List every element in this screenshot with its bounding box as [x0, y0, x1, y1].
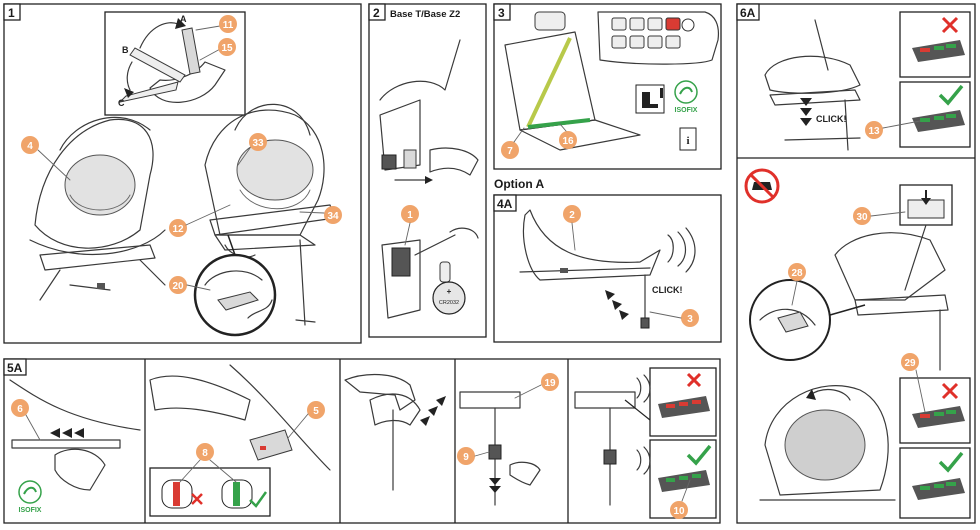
manual-glyph: i — [686, 135, 689, 147]
callout-28: 28 — [791, 268, 803, 279]
ear-icon — [636, 449, 642, 471]
panel-5a-label: 5A — [7, 361, 23, 375]
callout-13: 13 — [868, 126, 880, 137]
seatbelt-diagonal — [526, 37, 572, 128]
handle-position-a — [181, 27, 201, 75]
seatbelt-lap — [527, 118, 591, 129]
check-icon — [686, 444, 712, 466]
handle-position-b — [129, 47, 186, 83]
callout-7: 7 — [507, 146, 513, 157]
cross-icon — [941, 382, 959, 400]
letter-b: B — [122, 45, 129, 55]
letter-a: A — [180, 14, 187, 24]
car-top-view — [597, 11, 720, 65]
panel-1-label: 1 — [8, 6, 15, 20]
check-icon — [249, 491, 268, 508]
option-a-heading: Option A — [494, 177, 545, 191]
carrier-on-base-illustration — [204, 103, 336, 326]
carrier-rotation-illustration — [764, 385, 889, 496]
isofix-logo-icon — [674, 80, 698, 104]
isofix-word-5a: ISOFIX — [19, 507, 42, 514]
callout-4: 4 — [27, 141, 33, 152]
ear-icon — [636, 377, 642, 399]
panel-4a: 4A CLICK! 2 3 — [493, 194, 722, 343]
callout-8: 8 — [202, 448, 208, 459]
callout-3: 3 — [687, 314, 693, 325]
cross-icon — [191, 493, 203, 505]
panel-4a-label: 4A — [497, 197, 513, 211]
panel-6a-label: 6A — [740, 6, 756, 20]
callout-34: 34 — [327, 211, 339, 222]
panel-2: 2 Base T/Base Z2 + CR2032 1 — [368, 3, 487, 338]
isofix-base — [522, 209, 661, 281]
panel-2-label: 2 — [373, 6, 380, 20]
manual-icon — [679, 127, 697, 151]
callout-19: 19 — [544, 378, 556, 389]
panel-6a: 6A CLICK! 13 — [736, 3, 976, 524]
check-icon — [938, 84, 964, 106]
callout-2: 2 — [569, 210, 575, 221]
callout-1: 1 — [407, 210, 413, 221]
letter-c: C — [118, 98, 125, 108]
callout-11: 11 — [223, 20, 234, 31]
callout-10: 10 — [673, 506, 685, 517]
panel-3: 3 ISOFIX i 7 16 — [493, 3, 722, 170]
cross-icon — [941, 16, 959, 34]
detail-magnifier — [193, 253, 277, 337]
callout-5: 5 — [313, 406, 319, 417]
callout-9: 9 — [463, 452, 469, 463]
check-icon — [938, 451, 964, 473]
isofix-logo-icon — [18, 480, 42, 504]
callout-20: 20 — [172, 281, 184, 292]
click-label-4a: CLICK! — [652, 285, 683, 295]
isofix-word: ISOFIX — [675, 107, 698, 114]
ear-icon — [667, 234, 674, 263]
infant-carrier-illustration — [29, 116, 166, 301]
battery-text: CR2032 — [439, 300, 459, 306]
callout-16: 16 — [562, 136, 574, 147]
battery-plus: + — [447, 287, 452, 296]
coin-battery — [432, 281, 466, 315]
callout-15: 15 — [221, 43, 233, 54]
callout-29: 29 — [904, 358, 916, 369]
panel-2-title: Base T/Base Z2 — [390, 9, 460, 20]
panel-3-label: 3 — [498, 6, 505, 20]
panel-5a: 5A ISOFIX 6 8 5 — [3, 358, 721, 524]
callout-12: 12 — [172, 224, 184, 235]
callout-33: 33 — [252, 138, 264, 149]
callout-6: 6 — [17, 404, 23, 415]
cross-icon — [686, 372, 702, 388]
callout-30: 30 — [856, 212, 868, 223]
rotate-arrow-icon — [139, 22, 179, 49]
handle-position-c — [118, 81, 179, 103]
click-label-6a: CLICK! — [816, 114, 847, 124]
panel-1: 1 A B C — [3, 3, 362, 344]
